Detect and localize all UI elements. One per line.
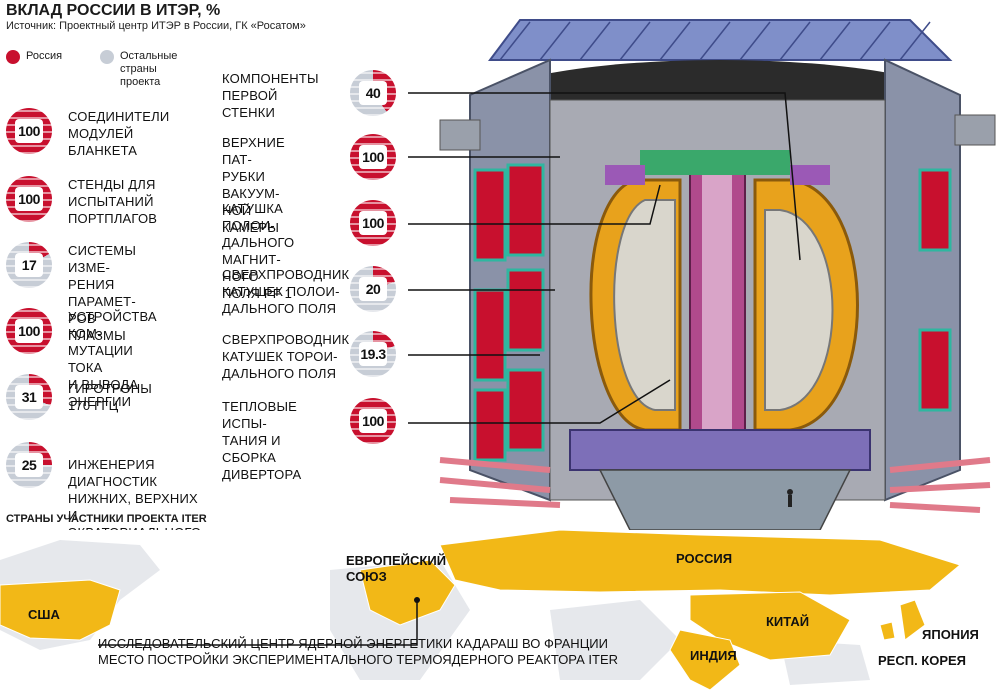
item-label: Тепловые испы- тания и сборка дивертора bbox=[222, 398, 301, 483]
item-label-line2: тания и сборка bbox=[222, 433, 281, 465]
item-label-line1: Сверхпроводник bbox=[222, 267, 350, 282]
share-value: 100 bbox=[15, 319, 43, 343]
share-value: 25 bbox=[15, 453, 43, 477]
reactor-illustration bbox=[439, 19, 996, 531]
item-label: Компоненты первой стенки bbox=[222, 70, 319, 121]
map-label-eu-line2: союз bbox=[346, 569, 387, 584]
item-label-line3: портплагов bbox=[68, 211, 158, 226]
legend-others-line2: страны bbox=[120, 63, 157, 75]
map-label-russia: Россия bbox=[676, 551, 733, 566]
map-label-usa: США bbox=[28, 607, 60, 622]
share-ring: 100 bbox=[350, 134, 396, 180]
share-value: 19.3 bbox=[359, 342, 387, 366]
item-label-line3: дального поля bbox=[222, 301, 337, 316]
legend-others-line1: Остальные bbox=[120, 50, 178, 62]
item-label-line1: Соединители bbox=[68, 109, 170, 124]
item-label-line1: Верхние пат- bbox=[222, 135, 285, 167]
share-ring: 100 bbox=[350, 398, 396, 444]
world-map bbox=[0, 530, 1000, 691]
cadarache-line2: место постройки экспериментального термо… bbox=[98, 652, 619, 667]
item-label: Системы изме- рения парамет- ров плазмы bbox=[68, 242, 136, 344]
share-ring: 100 bbox=[6, 308, 52, 354]
item-label-line1: Устройства ком- bbox=[68, 309, 157, 341]
item-label-line3: бланкета bbox=[68, 143, 138, 158]
map-label-india: Индия bbox=[690, 648, 737, 663]
legend-russia-label: Россия bbox=[26, 50, 63, 62]
source-note: Источник: Проектный центр ИТЭР в России,… bbox=[6, 20, 306, 32]
share-value: 20 bbox=[359, 277, 387, 301]
legend-others-label: Остальные страны проекта bbox=[120, 50, 177, 89]
item-label-line1: Сверхпроводник bbox=[222, 332, 350, 347]
share-ring: 100 bbox=[6, 108, 52, 154]
item-label: Катушка полои- дального магнит- ного пол… bbox=[222, 200, 294, 302]
share-ring: 100 bbox=[350, 200, 396, 246]
item-label-line1: Инженерия диагностик bbox=[68, 457, 158, 489]
share-value: 100 bbox=[15, 187, 43, 211]
item-label-line2: первой bbox=[222, 88, 278, 103]
item-label-line2: катушек полои- bbox=[222, 284, 340, 299]
item-label-line3: ной камеры bbox=[222, 203, 280, 235]
item-label-line2: мутации тока bbox=[68, 343, 133, 375]
legend-others-line3: проекта bbox=[120, 76, 161, 88]
item-label-line1: Катушка полои- bbox=[222, 201, 283, 233]
share-ring: 19.3 bbox=[350, 331, 396, 377]
item-label-line1: Стенды для bbox=[68, 177, 156, 192]
item-label: Верхние пат- рубки вакуум- ной камеры bbox=[222, 134, 285, 236]
item-label-line2: испытаний bbox=[68, 194, 154, 209]
others-swatch bbox=[100, 50, 114, 64]
item-label-line2: модулей bbox=[68, 126, 134, 141]
share-value: 40 bbox=[359, 81, 387, 105]
item-label: Сверхпроводник катушек торои- дального п… bbox=[222, 331, 349, 382]
item-label-line3: дального поля bbox=[222, 366, 337, 381]
item-label-line3: стенки bbox=[222, 105, 276, 120]
russia-swatch bbox=[6, 50, 20, 64]
share-ring: 25 bbox=[6, 442, 52, 488]
share-value: 31 bbox=[15, 385, 43, 409]
map-label-eu: Европейский союз bbox=[346, 553, 446, 585]
share-value: 100 bbox=[359, 145, 387, 169]
item-label-line2: дального магнит- bbox=[222, 235, 295, 267]
share-ring: 31 bbox=[6, 374, 52, 420]
item-label-line3: дивертора bbox=[222, 467, 302, 482]
item-label-line2: рения парамет- bbox=[68, 277, 136, 309]
item-label: Стенды для испытаний портплагов bbox=[68, 176, 157, 227]
cadarache-note: Исследовательский центр ядерной энергети… bbox=[98, 636, 618, 668]
map-label-eu-line1: Европейский bbox=[346, 553, 447, 568]
share-value: 100 bbox=[15, 119, 43, 143]
map-label-korea: Респ. Корея bbox=[878, 653, 967, 668]
item-label-line1: Тепловые испы- bbox=[222, 399, 298, 431]
share-ring: 20 bbox=[350, 266, 396, 312]
share-ring: 100 bbox=[6, 176, 52, 222]
item-label: Устройства ком- мутации тока и вывода эн… bbox=[68, 308, 157, 410]
share-value: 17 bbox=[15, 253, 43, 277]
map-title: СТРАНЫ УЧАСТНИКИ ПРОЕКТА ITER bbox=[6, 513, 207, 525]
item-label: Соединители модулей бланкета bbox=[68, 108, 169, 159]
share-ring: 17 bbox=[6, 242, 52, 288]
item-label: Сверхпроводник катушек полои- дального п… bbox=[222, 266, 349, 317]
item-label-line2: катушек торои- bbox=[222, 349, 338, 364]
share-value: 100 bbox=[359, 211, 387, 235]
item-label-line3: и вывода энергии bbox=[68, 377, 139, 409]
item-label-line2: рубки вакуум- bbox=[222, 169, 280, 201]
item-label-line2: 170 ГГц bbox=[68, 398, 119, 413]
map-label-japan: Япония bbox=[922, 627, 979, 642]
page-title: ВКЛАД РОССИИ В ИТЭР, % bbox=[6, 2, 221, 19]
item-label: Гиротроны 170 ГГц bbox=[68, 380, 152, 414]
share-ring: 40 bbox=[350, 70, 396, 116]
item-label-line1: Компоненты bbox=[222, 71, 319, 86]
item-label-line3: ного поля PF 1 bbox=[222, 269, 293, 301]
item-label-line3: ров плазмы bbox=[68, 311, 126, 343]
item-label-line1: Системы изме- bbox=[68, 243, 137, 275]
map-label-china: Китай bbox=[766, 614, 810, 629]
item-label-line1: Гиротроны bbox=[68, 381, 153, 396]
share-value: 100 bbox=[359, 409, 387, 433]
cadarache-line1: Исследовательский центр ядерной энергети… bbox=[98, 636, 608, 651]
